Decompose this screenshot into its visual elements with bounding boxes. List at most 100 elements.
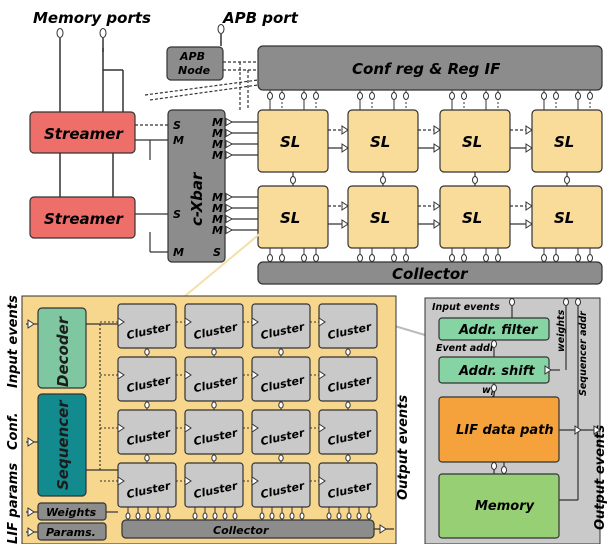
sl-label: SL [370,209,390,227]
cluster-vertical-connector [211,454,217,462]
weights-label: Weights [46,506,97,519]
sl-label: SL [370,133,390,151]
sl-collector-connector [541,254,547,262]
cluster-collector-connector [222,512,228,520]
cluster-collector-connector [269,512,275,520]
core-input-connectors [27,319,35,537]
sl-collector-connector [301,254,307,262]
cluster-collector-connector [212,512,218,520]
sl-collector-connector [553,254,559,262]
cluster-collector-connector [155,512,161,520]
cluster-collector-connector [202,512,208,520]
cluster-collector-connector [192,512,198,520]
cluster-collector-connector [336,512,342,520]
xbar-port-s2: S [173,208,181,221]
sl-block [531,185,603,249]
sl-vertical-connector [290,176,296,184]
sl-connector [341,219,349,229]
cluster-vertical-connector [144,454,150,462]
collector-top-label: Collector [392,265,469,283]
sl-connector [433,143,441,153]
sl-conf-connector [587,92,593,100]
sequencer-addr-label: Sequencer addr [578,310,589,396]
cluster-vertical-connector [345,348,351,356]
sl-collector-connector [369,254,375,262]
xbar-port-connector [225,150,233,160]
sl-collector-connector [313,254,319,262]
event-addr-label: Event addr [436,343,496,354]
sl-conf-connector [553,92,559,100]
apb-node-label-line1: APB [179,50,205,63]
sl-vertical-connector [564,176,570,184]
cluster-vertical-connector [211,401,217,409]
sl-label: SL [280,209,300,227]
streamer-top-label: Streamer [44,125,124,143]
lif-data-path-label: LIF data path [456,423,554,438]
sl-collector-connector [403,254,409,262]
sl-vertical-connector [380,176,386,184]
sl-conf-connector [357,92,363,100]
streamer-bottom [29,196,136,239]
memory-port-lines [59,34,222,197]
sl-connector [525,201,533,211]
xbar-port-connector [225,225,233,235]
sl-label: SL [462,133,482,151]
apb-conf-lines [144,61,259,110]
cluster-input-connector [251,370,259,380]
xbar-port-m-out: M [212,127,223,140]
cluster-collector-connector [145,512,151,520]
cxbar-block [167,109,226,263]
apb-node-block [166,46,224,81]
sl-connector [341,143,349,153]
sl-collector-connector [279,254,285,262]
cluster-collector-connector [279,512,285,520]
wij-main: w [482,385,491,396]
weights-in-label: weights [556,309,567,352]
streamer-xbar-lines [135,124,168,253]
apb-port-label: APB port [222,9,299,27]
sl-conf-connector [449,92,455,100]
cluster-vertical-connector [345,401,351,409]
cluster-collector-connector [165,512,171,520]
cluster-input-connector [318,423,326,433]
xbar-port-m-out: M [212,202,223,215]
decoder-label: Decoder [54,315,72,387]
sl-conf-connector [403,92,409,100]
cluster-input-events-label: Input events [432,302,500,313]
cluster-detail-connectors [491,298,601,474]
cluster-input-connector [251,423,259,433]
cluster-collector-connector [259,512,265,520]
sequencer-block [37,393,87,497]
streamer-bottom-label: Streamer [44,210,124,228]
sl-collector-connector [483,254,489,262]
cluster-vertical-connector [278,348,284,356]
cluster-vertical-connector [144,401,150,409]
sl-conf-connector [313,92,319,100]
cluster-input-connector [184,317,192,327]
memory-port-connectors [56,24,225,38]
sl-collector-connector [575,254,581,262]
sl-collector-connector [587,254,593,262]
cluster-collector-connector [356,512,362,520]
xbar-port-connector [225,139,233,149]
xbar-port-m-out: M [212,191,223,204]
memory-block [438,473,560,539]
sl-collector-connector [449,254,455,262]
xbar-port-connector [225,128,233,138]
cxbar-label: c-Xbar [188,171,206,226]
cluster-collector-connector [326,512,332,520]
xbar-port-m1: M [173,134,184,147]
params-label: Params. [46,526,96,539]
cluster-collector-connector [232,512,238,520]
sl-vertical-connector [472,176,478,184]
sl-conf-connector [541,92,547,100]
sl-connector [433,219,441,229]
streamer-top [29,111,136,154]
zoom-lines [184,231,263,297]
sl-conf-connector [461,92,467,100]
xbar-port-m-out: M [212,116,223,129]
cluster-input-connector [184,476,192,486]
sl-conf-connector [483,92,489,100]
